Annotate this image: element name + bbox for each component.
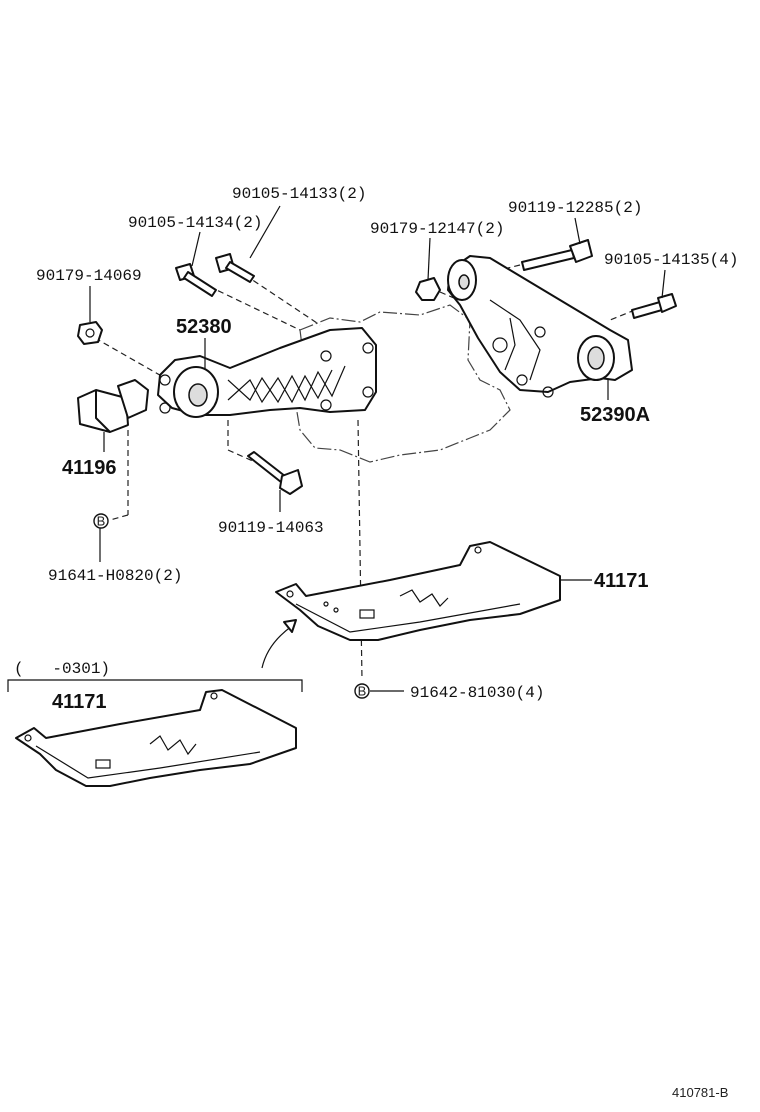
bolt-90119-14063 xyxy=(247,451,303,495)
label-41171-alt: 41171 xyxy=(52,691,107,713)
under-cover-41171-main xyxy=(275,541,561,641)
label-90179-14069: 90179-14069 xyxy=(36,267,142,285)
replacement-arrow xyxy=(261,619,297,669)
bolt-90105-14134 xyxy=(175,263,217,297)
bolt-90105-14135 xyxy=(631,293,677,319)
dashed-leaders xyxy=(94,264,636,681)
label-91642: 91642-81030(4) xyxy=(410,684,544,702)
under-cover-41171-alt xyxy=(15,689,297,787)
marker-b-2: B xyxy=(354,683,370,699)
nut-90179-14069 xyxy=(77,321,103,345)
label-90179-12147: 90179-12147(2) xyxy=(370,220,504,238)
label-41196: 41196 xyxy=(62,457,117,479)
label-90105-14133: 90105-14133(2) xyxy=(232,185,366,203)
mount-bracket-52390A xyxy=(447,255,633,398)
mount-bracket-52380 xyxy=(157,327,377,418)
mount-block-41196 xyxy=(77,379,149,433)
marker-b-1: B xyxy=(93,513,109,529)
bolt-90105-14133 xyxy=(215,253,255,283)
label-41171-main: 41171 xyxy=(594,570,649,592)
label-90105-14135: 90105-14135(4) xyxy=(604,251,738,269)
label-52390A: 52390A xyxy=(580,404,650,426)
label-90119-12285: 90119-12285(2) xyxy=(508,199,642,217)
label-90105-14134: 90105-14134(2) xyxy=(128,214,262,232)
marker-b-1-label: B xyxy=(97,514,106,529)
bolt-90119-12285 xyxy=(521,239,593,271)
label-52380: 52380 xyxy=(176,316,232,338)
diagram-code: 410781-B xyxy=(672,1085,728,1100)
nut-90179-12147 xyxy=(415,277,441,301)
marker-b-2-label: B xyxy=(358,684,367,699)
label-range: ( -0301) xyxy=(14,660,110,678)
range-bracket xyxy=(7,679,303,692)
label-91641: 91641-H0820(2) xyxy=(48,567,182,585)
solid-leaders xyxy=(89,205,666,692)
label-90119-14063: 90119-14063 xyxy=(218,519,324,537)
